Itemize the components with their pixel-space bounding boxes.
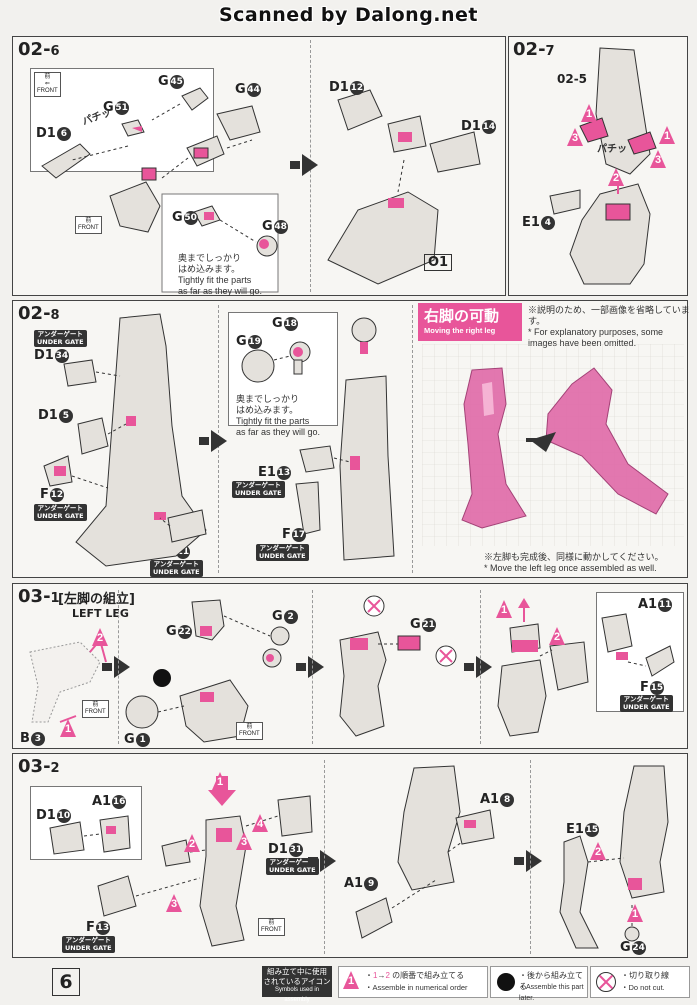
step-label-02-8: 02-8 <box>18 303 60 324</box>
step-label-02-6: 02-6 <box>18 39 60 60</box>
step-03-1-drawing-a <box>125 599 290 743</box>
step-02-7-drawing <box>549 47 657 285</box>
step-03-1-drawing-b <box>339 595 457 737</box>
legend-order: 1 ・1→2 の順番で組み立てる ・Assemble in numerical … <box>338 966 488 998</box>
part-label-o1: O1 <box>424 254 453 271</box>
detail-callout-box <box>228 312 338 426</box>
divider <box>324 760 325 954</box>
legend-cut: ・切り取り線 ・Do not cut. <box>590 966 690 998</box>
step-title-left-leg-jp: [左脚の組立] <box>58 592 135 607</box>
assemble-later-icon <box>497 973 515 991</box>
step-02-6-result <box>327 89 481 285</box>
left-leg-note: ※左脚も完成後、同様に動かしてください。* Move the left leg … <box>484 552 664 573</box>
a1-11-detail-drawing <box>601 613 675 677</box>
divider <box>480 590 481 744</box>
ball-joint-drawing <box>241 341 311 383</box>
step-02-6-drawing <box>41 87 279 293</box>
snap-label: パチッ <box>597 144 627 155</box>
step-03-2-drawing-c <box>559 765 669 949</box>
step-label-03-2: 03-2 <box>18 756 60 777</box>
step-02-8-leg-drawing <box>43 313 207 567</box>
watermark-text: Scanned by Dalong.net <box>218 4 479 26</box>
front-indicator: 前⇐FRONT <box>34 72 61 97</box>
step-title-left-leg-en: LEFT LEG <box>72 607 129 620</box>
step-03-2-drawing-b <box>355 765 495 939</box>
step-label-02-7: 02-7 <box>513 39 555 60</box>
next-arrow <box>308 850 336 872</box>
divider <box>312 590 313 744</box>
divider <box>530 760 531 954</box>
legend-later: ・後から組み立てる ・Assemble this part later. <box>490 966 588 1002</box>
numbered-step-icon: 1 <box>343 971 359 989</box>
omission-note: ※説明のため、一部画像を省略しています。* For explanatory pu… <box>528 305 690 348</box>
step-03-1-drawing-c <box>497 598 589 737</box>
right-leg-movement-title: 右脚の可動 Moving the right leg <box>418 303 522 341</box>
next-arrow <box>199 430 227 452</box>
step-reference-02-5: 02-5 <box>557 72 588 86</box>
divider <box>412 305 413 573</box>
page-number: 6 <box>52 968 80 996</box>
step-03-2-drawing <box>49 776 313 947</box>
step-02-8-leg-result <box>295 317 395 561</box>
next-arrow <box>290 154 318 176</box>
step-label-03-1: 03-1 <box>18 586 60 607</box>
divider <box>118 590 119 744</box>
right-leg-movement-illustration <box>422 344 684 546</box>
